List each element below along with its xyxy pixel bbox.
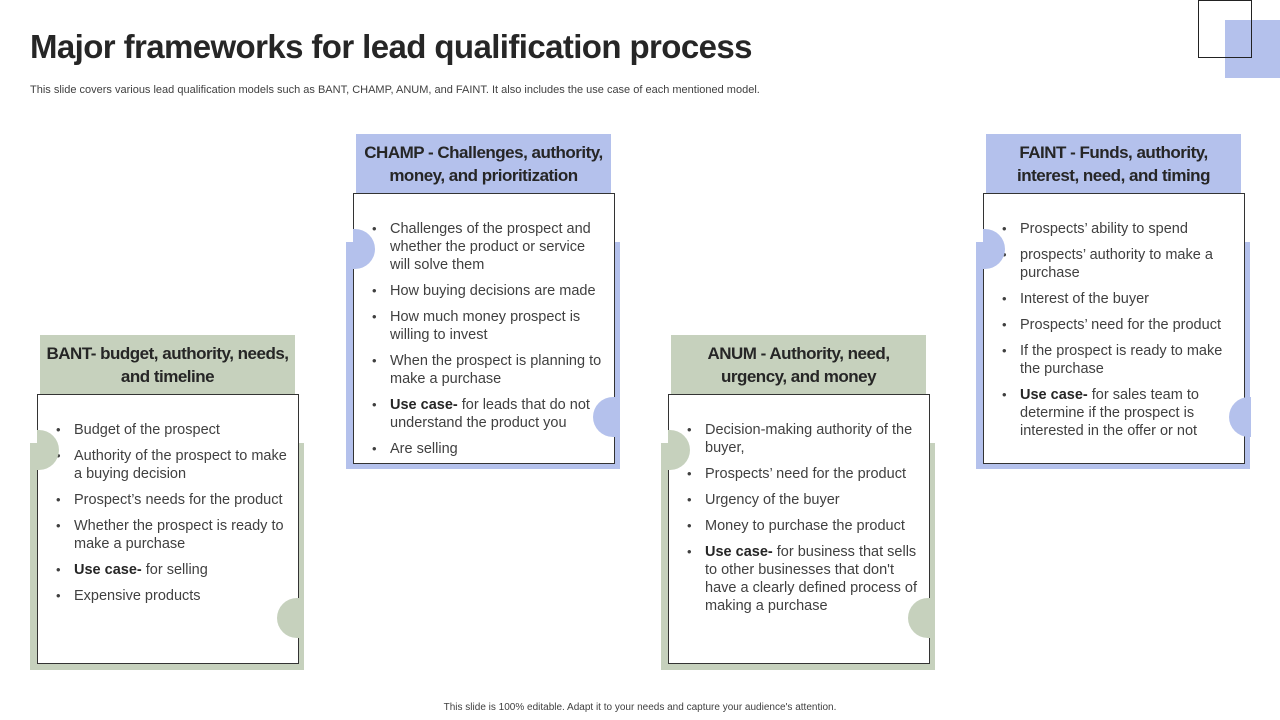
list-item: Whether the prospect is ready to make a … (54, 517, 288, 553)
bant-card: BANT- budget, authority, needs, and time… (30, 335, 305, 670)
slide-subtitle: This slide covers various lead qualifica… (30, 84, 760, 96)
champ-card: CHAMP - Challenges, authority, money, an… (346, 134, 621, 470)
corner-decoration-outline (1198, 0, 1252, 58)
list-item: prospects’ authority to make a purchase (1000, 246, 1236, 282)
list-item: Challenges of the prospect and whether t… (370, 220, 606, 274)
list-item: Use case- for sales team to determine if… (1000, 386, 1236, 440)
bant-body: Budget of the prospect Authority of the … (37, 394, 299, 664)
list-item: Use case- for leads that do not understa… (370, 396, 606, 432)
list-item: If the prospect is ready to make the pur… (1000, 342, 1236, 378)
champ-right-tab (593, 397, 615, 437)
list-item: Budget of the prospect (54, 421, 288, 439)
champ-left-tab (353, 229, 375, 269)
list-item: When the prospect is planning to make a … (370, 352, 606, 388)
faint-header: FAINT - Funds, authority, interest, need… (986, 134, 1241, 193)
list-item: Use case- for business that sells to oth… (685, 543, 921, 615)
corner-decoration-fill (1225, 20, 1280, 78)
slide-footer: This slide is 100% editable. Adapt it to… (443, 702, 837, 713)
anum-card: ANUM - Authority, need, urgency, and mon… (661, 335, 936, 670)
list-item: Prospects’ need for the product (1000, 316, 1236, 334)
list-item: Prospect’s needs for the product (54, 491, 288, 509)
list-item: How much money prospect is willing to in… (370, 308, 606, 344)
anum-right-tab (908, 598, 930, 638)
anum-header: ANUM - Authority, need, urgency, and mon… (671, 335, 926, 394)
list-item: Authority of the prospect to make a buyi… (54, 447, 288, 483)
list-item: Use case- for selling (54, 561, 288, 579)
bant-header: BANT- budget, authority, needs, and time… (40, 335, 295, 394)
faint-left-tab (983, 229, 1005, 269)
bant-right-tab (277, 598, 299, 638)
list-item: Prospects’ need for the product (685, 465, 921, 483)
bant-list: Budget of the prospect Authority of the … (54, 421, 288, 605)
anum-body: Decision-making authority of the buyer, … (668, 394, 930, 664)
faint-card: FAINT - Funds, authority, interest, need… (976, 134, 1251, 470)
faint-right-tab (1229, 397, 1251, 437)
bant-left-tab (37, 430, 59, 470)
list-item: Are selling (370, 440, 606, 458)
anum-left-tab (668, 430, 690, 470)
champ-list: Challenges of the prospect and whether t… (370, 220, 606, 458)
list-item: Prospects’ ability to spend (1000, 220, 1236, 238)
slide-title: Major frameworks for lead qualification … (30, 28, 752, 65)
anum-list: Decision-making authority of the buyer, … (685, 421, 921, 615)
list-item: Expensive products (54, 587, 288, 605)
list-item: Decision-making authority of the buyer, (685, 421, 921, 457)
champ-body: Challenges of the prospect and whether t… (353, 193, 615, 464)
list-item: Urgency of the buyer (685, 491, 921, 509)
faint-body: Prospects’ ability to spend prospects’ a… (983, 193, 1245, 464)
list-item: How buying decisions are made (370, 282, 606, 300)
faint-list: Prospects’ ability to spend prospects’ a… (1000, 220, 1236, 440)
list-item: Money to purchase the product (685, 517, 921, 535)
champ-header: CHAMP - Challenges, authority, money, an… (356, 134, 611, 193)
list-item: Interest of the buyer (1000, 290, 1236, 308)
